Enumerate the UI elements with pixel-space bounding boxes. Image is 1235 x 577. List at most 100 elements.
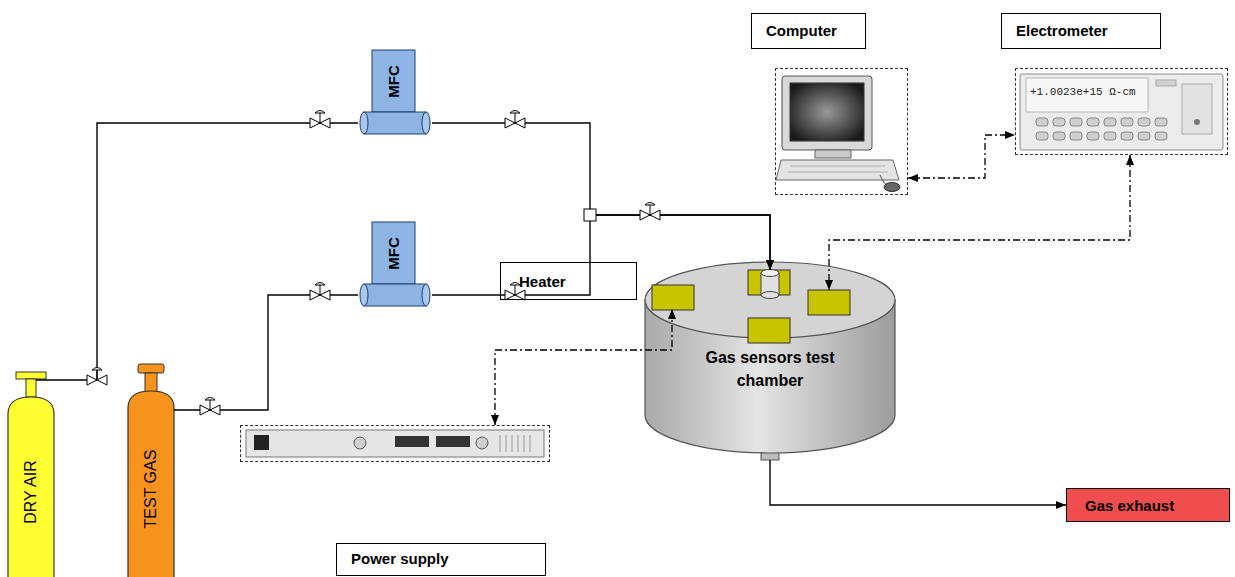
electrometer-picture xyxy=(1036,118,1048,126)
computer-picture xyxy=(776,76,900,192)
part-label: Computer xyxy=(751,13,866,49)
power-supply-frame: Power supply xyxy=(240,425,550,462)
device-label: MFC xyxy=(385,65,402,98)
label-holder: +1.0023e+15 Ω-cm xyxy=(1030,86,1136,98)
electrometer-picture xyxy=(1155,132,1167,140)
label-holder: MFC xyxy=(372,222,415,284)
electrometer-picture xyxy=(1070,132,1082,140)
label-holder: MFC xyxy=(372,50,415,112)
power-supply-picture xyxy=(246,430,544,457)
node-outline xyxy=(8,397,54,577)
node-outline xyxy=(128,391,174,577)
electrometer-picture xyxy=(1053,132,1065,140)
display-reading: +1.0023e+15 Ω-cm xyxy=(1030,86,1136,98)
gas-pipe xyxy=(36,123,358,380)
electrometer-picture xyxy=(1036,118,1167,140)
valve-symbol xyxy=(640,203,660,221)
edge-group xyxy=(36,123,1130,505)
node-outline xyxy=(748,318,790,343)
electrometer-picture xyxy=(1182,84,1212,134)
electrometer-picture xyxy=(1156,80,1176,86)
power-supply-picture xyxy=(395,436,429,447)
node-outline xyxy=(422,112,430,134)
label-holder: Electrometer xyxy=(1001,13,1161,49)
computer-frame: Computer xyxy=(775,68,908,195)
node-outline xyxy=(145,373,157,393)
label-holder: TEST GAS xyxy=(128,406,174,571)
electrometer-picture xyxy=(1070,118,1082,126)
valve-symbol xyxy=(310,283,330,301)
electrometer-picture xyxy=(1087,132,1099,140)
gas-pipe xyxy=(174,295,358,410)
valve-symbols xyxy=(87,111,660,416)
node-outline xyxy=(652,285,694,310)
node-outline xyxy=(761,292,779,299)
node-outline xyxy=(372,222,415,284)
gas-pipe xyxy=(770,460,1066,505)
pipe-junction xyxy=(584,209,596,221)
label-holder: DRY AIR xyxy=(8,412,54,571)
node-outline xyxy=(26,379,36,397)
gas-pipe xyxy=(432,123,770,270)
node-outline xyxy=(808,290,850,315)
gas-cylinder: DRY AIR xyxy=(6,368,56,577)
chamber-label: Gas sensors test chamber xyxy=(682,346,858,392)
electrometer-picture xyxy=(1194,119,1200,125)
node-outline xyxy=(16,372,46,379)
label-holder: Power supply xyxy=(336,543,546,576)
electrometer-picture xyxy=(1155,118,1167,126)
node-outline xyxy=(364,112,426,134)
electrometer-picture xyxy=(1121,118,1133,126)
electrometer-picture xyxy=(1104,132,1116,140)
label-holder: Gas sensors test chamber xyxy=(682,346,858,392)
device-label: MFC xyxy=(385,237,402,270)
power-supply-picture xyxy=(518,435,519,452)
gas-cylinder: TEST GAS xyxy=(126,362,176,577)
electrometer-picture xyxy=(1121,132,1133,140)
label-holder: Computer xyxy=(751,13,866,49)
electrometer-picture xyxy=(1138,118,1150,126)
electrometer-picture xyxy=(1104,118,1116,126)
electrometer-picture xyxy=(1020,74,1223,150)
signal-line xyxy=(908,135,1015,178)
valve-symbol xyxy=(505,111,525,129)
power-supply-picture xyxy=(524,435,525,452)
power-supply-picture xyxy=(436,436,470,447)
computer-picture xyxy=(815,150,851,158)
computer-picture xyxy=(788,166,888,172)
test-chamber: Gas sensors test chamber xyxy=(640,255,900,460)
node-outline xyxy=(761,270,779,277)
power-supply-picture xyxy=(530,435,531,452)
signal-line xyxy=(829,155,1130,290)
mass-flow-controller: MFC xyxy=(358,48,432,137)
electrometer-picture xyxy=(1138,132,1150,140)
node-outline xyxy=(360,284,368,306)
node-outline xyxy=(138,364,164,373)
cylinder-label: DRY AIR xyxy=(22,460,40,523)
power-supply-picture xyxy=(254,435,269,450)
exhaust-box: Gas exhaust xyxy=(1066,488,1230,522)
power-supply-picture xyxy=(506,435,507,452)
node-outline xyxy=(372,50,415,112)
power-supply-picture xyxy=(512,435,513,452)
power-supply-picture xyxy=(476,437,488,449)
power-supply-picture xyxy=(500,435,530,452)
part-label: Gas exhaust xyxy=(1085,497,1211,514)
node-outline xyxy=(364,284,426,306)
computer-picture xyxy=(884,183,900,192)
mass-flow-controller: MFC xyxy=(358,220,432,309)
node-outline xyxy=(422,284,430,306)
power-supply-picture xyxy=(500,435,501,452)
part-label: Heater xyxy=(519,273,618,290)
power-supply-picture xyxy=(354,437,366,449)
computer-picture xyxy=(790,83,864,141)
valve-symbol xyxy=(87,368,107,386)
electrometer-picture xyxy=(1053,118,1065,126)
part-label: Electrometer xyxy=(1001,13,1161,49)
node-outline xyxy=(360,112,368,134)
electrometer-picture xyxy=(1036,132,1048,140)
part-label: Power supply xyxy=(336,543,546,576)
electrometer-picture xyxy=(1087,118,1099,126)
